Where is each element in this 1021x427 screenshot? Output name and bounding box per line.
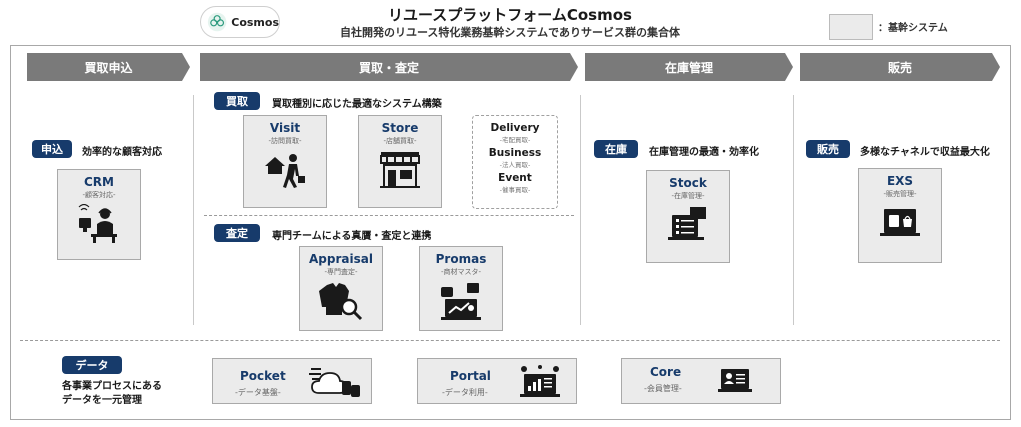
option-subtitle: -宅配買取- — [499, 136, 531, 144]
page-subtitle: 自社開発のリユース特化業務基幹システムでありサービス群の集合体 — [339, 26, 680, 39]
cloud-database-icon — [309, 368, 360, 397]
card-title: Visit — [269, 121, 301, 135]
card-subtitle: -販売管理- — [883, 190, 917, 198]
application-desc: 効率的な顧客対応 — [82, 147, 162, 158]
badge-purchase: 買取 — [214, 92, 260, 110]
card-subtitle: -訪問買取- — [268, 137, 302, 145]
card-pocket: Pocket -データ基盤- — [212, 358, 372, 404]
card-stock: Stock -在庫管理- — [646, 170, 730, 263]
card-title: Appraisal — [309, 252, 373, 266]
card-subtitle: -商材マスタ- — [440, 268, 482, 276]
card-subtitle: -データ基盤- — [235, 388, 281, 397]
diagram-frame — [10, 45, 1011, 420]
phase-arrow-sales: 販売 — [800, 53, 1000, 81]
card-title: EXS — [886, 174, 914, 188]
data-desc-line: 各事業プロセスにある — [62, 381, 162, 392]
storefront-icon — [380, 152, 420, 188]
badge-data: データ — [62, 356, 122, 374]
badge-sales: 販売 — [806, 140, 850, 158]
card-crm: CRM -顧客対応- — [57, 169, 141, 260]
card-subtitle: -会員管理- — [644, 384, 682, 393]
legend-swatch — [829, 14, 873, 40]
card-exs: EXS -販売管理- — [858, 168, 942, 263]
badge-application: 申込 — [32, 140, 72, 158]
card-portal: Portal -データ利用- — [417, 358, 577, 404]
card-subtitle: -専門査定- — [324, 268, 358, 276]
cosmos-logo: Cosmos — [200, 6, 280, 38]
call-center-agent-icon — [78, 204, 117, 243]
card-subtitle: -データ利用- — [442, 388, 488, 397]
product-master-icon — [441, 283, 481, 320]
card-title: Promas — [435, 252, 487, 266]
card-title: CRM — [84, 175, 114, 189]
card-subtitle: -店舗買取- — [383, 137, 417, 145]
inventory-desc: 在庫管理の最適・効率化 — [649, 147, 759, 158]
card-promas: Promas -商材マスタ- — [419, 246, 503, 331]
option-subtitle: -催事買取- — [499, 186, 531, 194]
cosmos-flower-icon — [207, 12, 227, 32]
data-desc-line: データを一元管理 — [62, 395, 142, 406]
badge-inventory: 在庫 — [594, 140, 638, 158]
sales-desc: 多様なチャネルで収益最大化 — [860, 147, 990, 158]
page-title: リユースプラットフォームCosmos — [388, 6, 632, 24]
member-screen-icon — [718, 369, 752, 392]
phase-arrow-application: 買取申込 — [27, 53, 190, 81]
data-desc: 各事業プロセスにある データを一元管理 — [62, 380, 162, 408]
legend-label: ：基幹システム — [878, 23, 948, 34]
purchase-options-box: Delivery -宅配買取- Business -法人買取- Event -催… — [472, 115, 558, 209]
card-visit: Visit -訪問買取- — [243, 115, 327, 208]
column-divider — [793, 95, 794, 325]
card-store: Store -店舗買取- — [358, 115, 442, 208]
column-divider — [193, 95, 194, 325]
purchase-desc: 買取種別に応じた最適なシステム構築 — [272, 99, 442, 110]
card-subtitle: -顧客対応- — [82, 191, 116, 199]
option-title: Delivery — [490, 122, 540, 134]
badge-appraisal: 査定 — [214, 224, 260, 242]
section-divider — [204, 215, 574, 216]
card-title: Store — [381, 121, 419, 135]
card-core: Core -会員管理- — [621, 358, 781, 404]
card-title: Stock — [669, 176, 707, 190]
jacket-magnifier-icon — [319, 283, 363, 321]
card-title: Portal — [450, 369, 491, 383]
appraisal-desc: 専門チームによる真贋・査定と連携 — [272, 231, 432, 242]
option-title: Business — [488, 147, 542, 159]
laptop-inventory-icon — [668, 207, 706, 240]
phase-arrow-purchase-appraisal: 買取・査定 — [200, 53, 578, 81]
option-title: Event — [498, 172, 532, 184]
logo-text: Cosmos — [231, 15, 279, 29]
card-appraisal: Appraisal -専門査定- — [299, 246, 383, 331]
card-title: Pocket — [240, 369, 286, 383]
analytics-monitor-icon — [520, 365, 560, 397]
option-subtitle: -法人買取- — [499, 161, 531, 169]
data-row-divider — [20, 340, 1000, 341]
phase-arrow-inventory: 在庫管理 — [585, 53, 793, 81]
card-title: Core — [650, 365, 682, 379]
laptop-sales-icon — [880, 209, 920, 236]
column-divider — [580, 95, 581, 325]
home-visit-icon — [265, 154, 305, 188]
card-subtitle: -在庫管理- — [671, 192, 705, 200]
